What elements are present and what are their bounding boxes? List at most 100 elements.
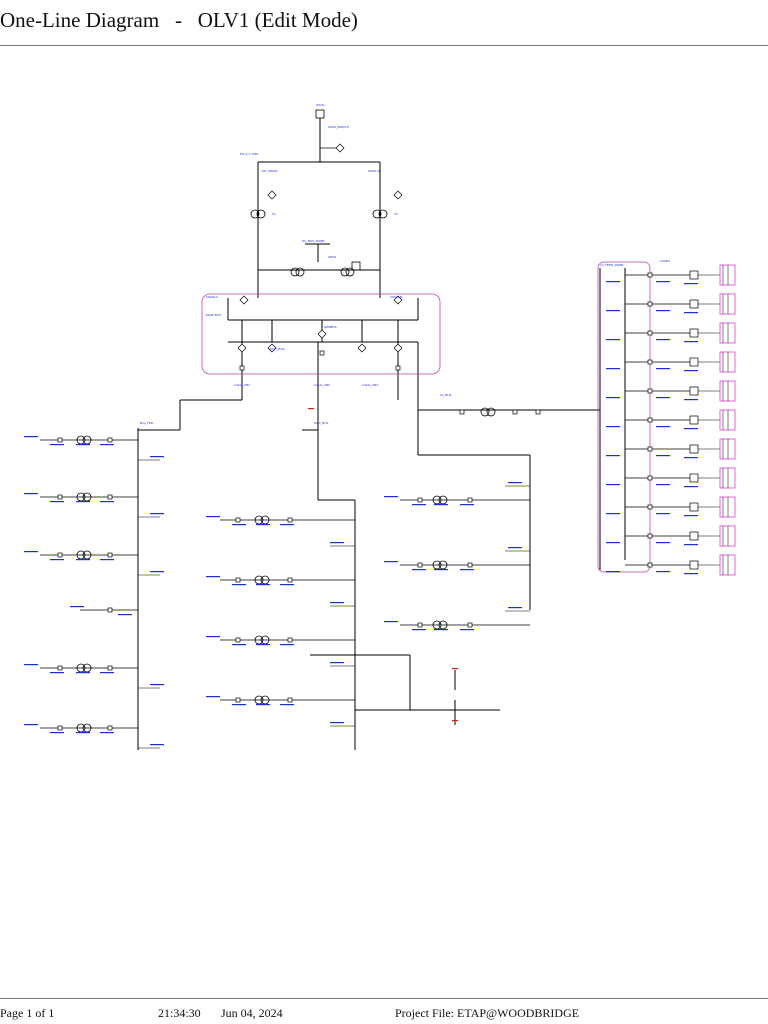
breaker-icon[interactable] bbox=[319, 350, 325, 356]
load-icon[interactable] bbox=[689, 270, 699, 280]
transformer-icon[interactable] bbox=[256, 209, 266, 219]
relay-icon[interactable] bbox=[393, 295, 403, 305]
one-line-diagram[interactable]: Utility MAIN_SWITCH PIL & C TIRE MV_SWGR… bbox=[0, 0, 768, 1000]
relay-icon[interactable] bbox=[393, 190, 403, 200]
breaker-icon[interactable] bbox=[417, 622, 423, 628]
breaker-icon[interactable] bbox=[647, 388, 653, 394]
breaker-icon[interactable] bbox=[395, 365, 401, 371]
breaker-icon[interactable] bbox=[417, 562, 423, 568]
equipment-tag bbox=[606, 397, 620, 399]
transformer-icon[interactable] bbox=[486, 407, 496, 417]
load-panel-icon[interactable] bbox=[719, 467, 736, 489]
relay-icon[interactable] bbox=[237, 343, 247, 353]
loads-label: LOADS bbox=[660, 259, 670, 263]
transformer-icon[interactable] bbox=[290, 267, 300, 277]
breaker-icon[interactable] bbox=[57, 494, 63, 500]
load-panel-icon[interactable] bbox=[719, 351, 736, 373]
breaker-icon[interactable] bbox=[647, 562, 653, 568]
transformer-icon[interactable] bbox=[345, 267, 355, 277]
load-panel-icon[interactable] bbox=[719, 380, 736, 402]
load-icon[interactable] bbox=[689, 299, 699, 309]
load-panel-icon[interactable] bbox=[719, 438, 736, 460]
breaker-icon[interactable] bbox=[235, 517, 241, 523]
transformer-icon[interactable] bbox=[250, 209, 260, 219]
relay-icon[interactable] bbox=[267, 343, 277, 353]
load-panel-icon[interactable] bbox=[719, 496, 736, 518]
breaker-icon[interactable] bbox=[107, 494, 113, 500]
breaker-icon[interactable] bbox=[57, 552, 63, 558]
breaker-icon[interactable] bbox=[647, 417, 653, 423]
transformer-icon[interactable] bbox=[340, 267, 350, 277]
equipment-tag bbox=[76, 501, 90, 503]
breaker-icon[interactable] bbox=[57, 725, 63, 731]
breaker-icon[interactable] bbox=[647, 330, 653, 336]
utility-icon[interactable] bbox=[315, 109, 325, 119]
feeder-bus-label: Bus_FDR bbox=[140, 421, 153, 425]
breaker-icon[interactable] bbox=[107, 665, 113, 671]
breaker-icon[interactable] bbox=[235, 577, 241, 583]
breaker-icon[interactable] bbox=[107, 552, 113, 558]
breaker-icon[interactable] bbox=[467, 622, 473, 628]
breaker-icon[interactable] bbox=[57, 437, 63, 443]
breaker-icon[interactable] bbox=[287, 577, 293, 583]
transformer-icon[interactable] bbox=[378, 209, 388, 219]
breaker-icon[interactable] bbox=[107, 607, 113, 613]
equipment-tag bbox=[656, 455, 670, 457]
load-panel-icon[interactable] bbox=[719, 525, 736, 547]
load-icon[interactable] bbox=[689, 531, 699, 541]
relay-icon[interactable] bbox=[357, 343, 367, 353]
equipment-tag bbox=[606, 339, 620, 341]
equipment-tag bbox=[412, 569, 426, 571]
transformer-icon[interactable] bbox=[372, 209, 382, 219]
relay-icon[interactable] bbox=[317, 329, 327, 339]
relay-icon[interactable] bbox=[393, 343, 403, 353]
breaker-icon[interactable] bbox=[467, 562, 473, 568]
breaker-icon[interactable] bbox=[647, 533, 653, 539]
load-icon[interactable] bbox=[689, 357, 699, 367]
breaker-icon[interactable] bbox=[647, 301, 653, 307]
breaker-icon[interactable] bbox=[235, 697, 241, 703]
load-panel-icon[interactable] bbox=[719, 264, 736, 286]
equipment-tag bbox=[256, 704, 270, 706]
load-icon[interactable] bbox=[689, 444, 699, 454]
load-icon[interactable] bbox=[689, 560, 699, 570]
breaker-icon[interactable] bbox=[647, 504, 653, 510]
breaker-icon[interactable] bbox=[287, 697, 293, 703]
relay-icon[interactable] bbox=[267, 190, 277, 200]
load-icon[interactable] bbox=[689, 415, 699, 425]
load-panel-icon[interactable] bbox=[719, 293, 736, 315]
breaker-icon[interactable] bbox=[647, 272, 653, 278]
breaker-icon[interactable] bbox=[459, 409, 465, 415]
breaker-icon[interactable] bbox=[512, 409, 518, 415]
cable-1-label: Cable_CB1 bbox=[234, 383, 250, 387]
transformer-icon[interactable] bbox=[295, 267, 305, 277]
breaker-icon[interactable] bbox=[351, 261, 361, 271]
load-icon[interactable] bbox=[689, 328, 699, 338]
breaker-icon[interactable] bbox=[57, 665, 63, 671]
breaker-icon[interactable] bbox=[239, 365, 245, 371]
breaker-icon[interactable] bbox=[535, 409, 541, 415]
breaker-icon[interactable] bbox=[235, 637, 241, 643]
breaker-icon[interactable] bbox=[417, 497, 423, 503]
load-panel-icon[interactable] bbox=[719, 554, 736, 576]
transformer-icon[interactable] bbox=[480, 407, 490, 417]
composite-network-main[interactable] bbox=[201, 293, 441, 375]
breaker-icon[interactable] bbox=[647, 359, 653, 365]
load-panel-icon[interactable] bbox=[719, 409, 736, 431]
breaker-icon[interactable] bbox=[107, 437, 113, 443]
breaker-icon[interactable] bbox=[647, 446, 653, 452]
breaker-icon[interactable] bbox=[647, 475, 653, 481]
load-panel-icon[interactable] bbox=[719, 322, 736, 344]
relay-icon[interactable] bbox=[335, 143, 345, 153]
breaker-icon[interactable] bbox=[287, 637, 293, 643]
composite-network-lc[interactable] bbox=[597, 261, 651, 573]
load-icon[interactable] bbox=[689, 386, 699, 396]
equipment-tag bbox=[656, 339, 670, 341]
load-icon[interactable] bbox=[689, 473, 699, 483]
breaker-icon[interactable] bbox=[467, 497, 473, 503]
relay-icon[interactable] bbox=[239, 295, 249, 305]
load-icon[interactable] bbox=[689, 502, 699, 512]
main-switch-label: MAIN_SWITCH bbox=[328, 125, 349, 129]
breaker-icon[interactable] bbox=[287, 517, 293, 523]
breaker-icon[interactable] bbox=[107, 725, 113, 731]
